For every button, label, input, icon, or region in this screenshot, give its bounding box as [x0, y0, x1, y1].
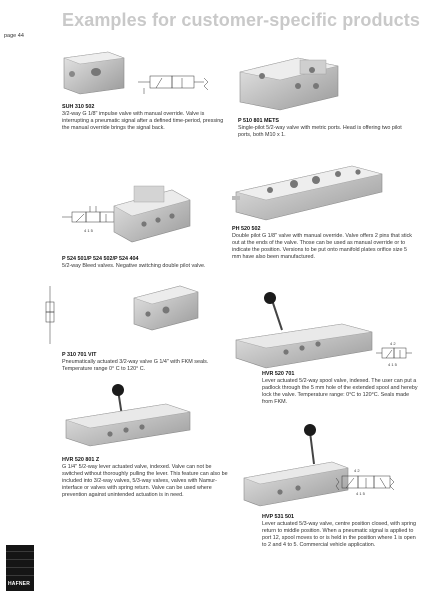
product-code: P 510 801 METS — [238, 118, 279, 124]
product-image-ph-520-502 — [232, 165, 383, 221]
product-image-p-310-701-vit — [45, 285, 199, 344]
product-caption-p-310-701-vit: P 310 701 VIT Pneumatically actuated 3/2… — [62, 352, 232, 373]
product-image-hvr-520-701: 4 2 4 1 5 — [235, 292, 412, 369]
product-description: Pneumatically actuated 3/2-way valve G 1… — [62, 359, 209, 372]
product-caption-hvr-520-701: HVR 520 701 Lever actuated 5/2-way spool… — [262, 371, 418, 406]
page-number: page 44 — [4, 33, 24, 39]
symbol-port-labels-top: 4 2 — [390, 341, 396, 346]
symbol-port-labels-bottom: 4 1 5 — [356, 491, 366, 496]
symbol-port-labels: 4 1 5 — [84, 228, 94, 233]
product-code: P 524 501/P 524 502/P 524 404 — [62, 256, 139, 262]
product-code: PH 520 502 — [232, 226, 261, 232]
logo-text: HAFNER — [8, 581, 31, 587]
product-caption-hvp-531-501: HVP 531 501 Lever actuated 5/3-way valve… — [262, 514, 418, 549]
symbol-port-labels-top: 4 2 — [354, 468, 360, 473]
product-description: 5/2-way Bleed valves. Negative switching… — [62, 263, 206, 269]
product-image-suh-310-502 — [63, 51, 209, 95]
hafner-logo: HAFNER — [6, 545, 34, 591]
product-code: HVP 531 501 — [262, 514, 294, 520]
product-code: HVR 520 801 Z — [62, 457, 100, 463]
product-caption-p-510-801-mets: P 510 801 METS Single-pilot 5/2-way valv… — [238, 118, 408, 139]
product-caption-suh-310-502: SUH 310 502 3/2-way G 1/8" impulse valve… — [62, 104, 232, 132]
product-image-p-524-501: 4 1 5 — [62, 185, 191, 243]
product-description: Single-pilot 5/2-way valve with metric p… — [238, 125, 402, 138]
product-description: 3/2-way G 1/8" impulse valve with manual… — [62, 111, 224, 131]
product-description: G 1/4" 5/2-way lever actuated valve, ind… — [62, 464, 228, 498]
product-description: Double pilot G 1/8" valve with manual ov… — [232, 233, 412, 260]
product-code: HVR 520 701 — [262, 371, 295, 377]
symbol-port-labels-bottom: 4 1 5 — [388, 362, 398, 367]
product-description: Lever actuated 5/3-way valve, centre pos… — [262, 521, 417, 548]
product-image-p-510-801-mets — [239, 57, 339, 111]
product-code: SUH 310 502 — [62, 104, 95, 110]
product-image-hvr-520-801-z — [65, 384, 191, 447]
product-image-hvp-531-501: 4 2 4 1 5 — [243, 424, 395, 507]
product-description: Lever actuated 5/2-way spool valve, inde… — [262, 378, 418, 405]
product-caption-p-524-501: P 524 501/P 524 502/P 524 404 5/2-way Bl… — [62, 256, 232, 270]
product-caption-hvr-520-801-z: HVR 520 801 Z G 1/4" 5/2-way lever actua… — [62, 457, 232, 499]
product-code: P 310 701 VIT — [62, 352, 97, 358]
product-caption-ph-520-502: PH 520 502 Double pilot G 1/8" valve wit… — [232, 226, 412, 261]
page-title: Examples for customer-specific products — [62, 10, 421, 30]
